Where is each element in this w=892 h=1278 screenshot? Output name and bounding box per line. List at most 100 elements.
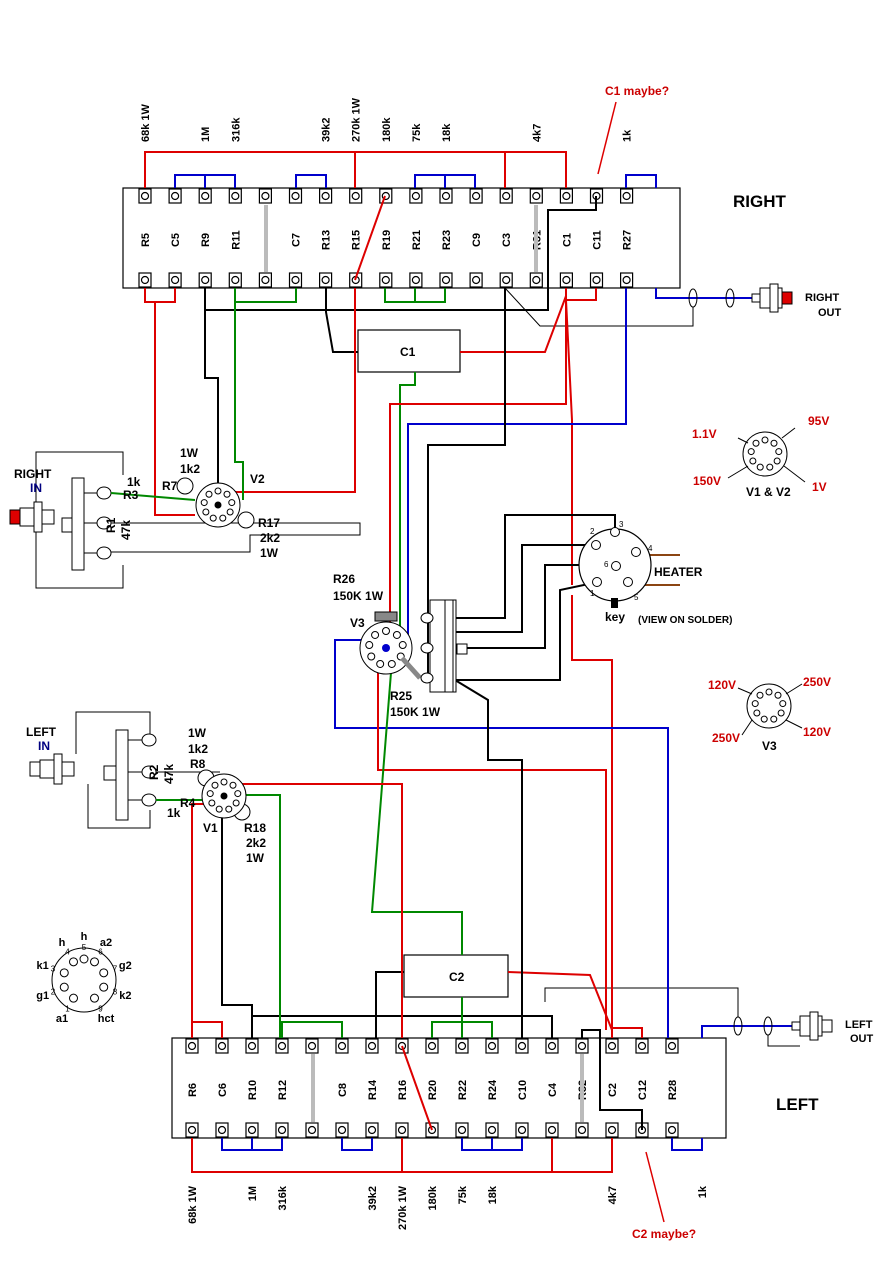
pinout-pin bbox=[99, 982, 109, 992]
terminal-bottom bbox=[529, 272, 543, 288]
component-label: R22 bbox=[457, 1080, 469, 1100]
pinout-pin bbox=[59, 982, 69, 992]
r3-label: R3 bbox=[123, 488, 139, 502]
terminal-bottom bbox=[245, 1122, 259, 1138]
socket-pin bbox=[749, 457, 757, 465]
terminal-bottom bbox=[619, 272, 634, 288]
r2-label: R2 bbox=[147, 764, 161, 780]
socket-pin bbox=[205, 490, 213, 498]
component-label: C6 bbox=[217, 1083, 229, 1097]
c1-capacitor: C1 bbox=[357, 329, 461, 373]
component-value: 18k bbox=[441, 123, 453, 142]
heater-pin bbox=[592, 577, 602, 587]
r8-value-a: 1W bbox=[188, 726, 207, 740]
terminal-top bbox=[665, 1038, 679, 1054]
component-value: 39k2 bbox=[367, 1186, 379, 1210]
terminal-top bbox=[198, 188, 212, 204]
socket-pin bbox=[209, 514, 217, 522]
socket-pin bbox=[215, 805, 223, 813]
pinout-pin-number: 6 bbox=[98, 947, 103, 956]
socket-pin bbox=[779, 700, 787, 708]
terminal-top bbox=[335, 1038, 349, 1054]
component-value: 4k7 bbox=[531, 124, 543, 142]
socket-pin bbox=[226, 508, 234, 516]
pinout-pin-label: h bbox=[81, 931, 88, 943]
terminal-top bbox=[455, 1038, 469, 1054]
component-label: R5 bbox=[140, 233, 152, 247]
terminal-bottom bbox=[365, 1122, 379, 1138]
r4-label: R4 bbox=[180, 796, 196, 810]
r18-value-a: 2k2 bbox=[246, 836, 266, 850]
terminal-bottom bbox=[605, 1122, 619, 1138]
right-in-label-b: IN bbox=[30, 481, 42, 495]
socket-pin bbox=[765, 688, 773, 696]
pinout-pin bbox=[90, 957, 99, 967]
c2-capacitor: C2 bbox=[403, 954, 509, 998]
v3-voltage-diagram bbox=[737, 683, 803, 736]
terminal-bottom bbox=[185, 1122, 199, 1138]
v3-caption: V3 bbox=[762, 739, 777, 753]
c2-label: C2 bbox=[449, 970, 465, 984]
terminal-top bbox=[275, 1038, 289, 1054]
terminal-bottom bbox=[455, 1122, 469, 1138]
terminal-top bbox=[185, 1038, 199, 1054]
socket-pin bbox=[223, 490, 231, 498]
terminal-top bbox=[228, 188, 242, 204]
terminal-bottom bbox=[168, 272, 182, 288]
socket-pin bbox=[234, 790, 242, 798]
r17-value-a: 2k2 bbox=[260, 531, 280, 545]
terminal-bottom bbox=[138, 272, 152, 288]
v3-label: V3 bbox=[350, 616, 365, 630]
pinout-pin-label: g1 bbox=[36, 990, 49, 1002]
pinout-pin-number: 4 bbox=[65, 947, 70, 956]
r18-value-b: 1W bbox=[246, 851, 265, 865]
component-label: R11 bbox=[230, 230, 242, 250]
component-label: C5 bbox=[170, 233, 182, 247]
terminal-bottom bbox=[485, 1122, 499, 1138]
pinout-pin-number: 7 bbox=[113, 965, 118, 974]
component-value: 4k7 bbox=[607, 1186, 619, 1204]
pinout-pin-number: 2 bbox=[51, 987, 56, 996]
socket-pin bbox=[760, 715, 768, 723]
terminal-top bbox=[409, 188, 423, 204]
terminal-bottom bbox=[665, 1122, 679, 1138]
r25-value: 150K 1W bbox=[390, 705, 441, 719]
component-value: 68k 1W bbox=[187, 1185, 199, 1224]
socket-pin bbox=[773, 457, 781, 465]
v3-tube-socket bbox=[359, 599, 468, 693]
component-label: R10 bbox=[247, 1080, 259, 1100]
heater-pin-number: 2 bbox=[590, 527, 595, 536]
terminal-top bbox=[515, 1038, 529, 1054]
component-label: C8 bbox=[337, 1083, 349, 1097]
terminal-bottom bbox=[559, 272, 574, 288]
pinout-pin-number: 9 bbox=[98, 1005, 103, 1014]
left-out-label-a: LEFT bbox=[845, 1019, 873, 1031]
heater-pin bbox=[611, 561, 621, 571]
socket-pin bbox=[751, 700, 759, 708]
socket-pin bbox=[392, 630, 401, 639]
c1-label: C1 bbox=[400, 345, 416, 359]
component-label: R16 bbox=[397, 1080, 409, 1100]
v1-label: V1 bbox=[203, 821, 218, 835]
component-label: R13 bbox=[321, 230, 333, 250]
heater-pin-number: 5 bbox=[634, 593, 639, 602]
pinout-pin-label: k1 bbox=[37, 960, 49, 972]
r7-value-a: 1W bbox=[180, 446, 199, 460]
terminal-top bbox=[168, 188, 182, 204]
socket-pin bbox=[770, 715, 778, 723]
r18-label: R18 bbox=[244, 821, 266, 835]
component-label: R21 bbox=[411, 230, 423, 250]
view-on-solder-label: (VIEW ON SOLDER) bbox=[638, 615, 732, 626]
terminal-top bbox=[379, 188, 393, 204]
right-board-title: RIGHT bbox=[733, 192, 787, 211]
c2-maybe-note: C2 maybe? bbox=[632, 1227, 696, 1241]
heater-pin bbox=[623, 577, 633, 587]
v2-tube-socket bbox=[176, 477, 255, 529]
socket-pin bbox=[398, 641, 407, 650]
pinout-pin-number: 1 bbox=[65, 1005, 70, 1014]
terminal-bottom bbox=[228, 272, 242, 288]
terminal-bottom bbox=[305, 1122, 319, 1138]
terminal-bottom bbox=[545, 1122, 559, 1138]
component-label: C9 bbox=[471, 233, 483, 247]
